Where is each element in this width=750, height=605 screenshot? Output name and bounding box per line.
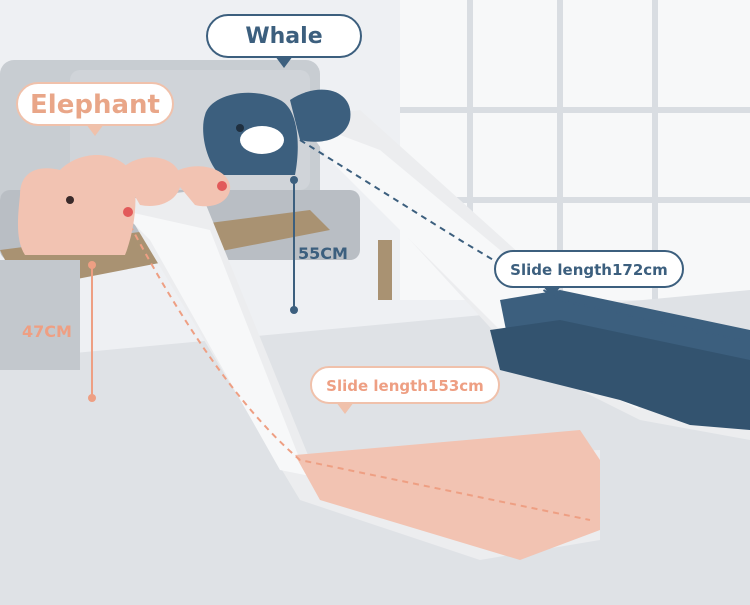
- whale-slide-length-label: Slide length172cm: [494, 250, 684, 298]
- height-marker-whale: [290, 176, 298, 314]
- whale-label: Whale: [206, 14, 362, 68]
- whale-height-label: 55CM: [298, 244, 348, 263]
- elephant-slide-length-label: Slide length153cm: [310, 366, 500, 414]
- height-marker-elephant: [88, 261, 96, 402]
- elephant-slide: [17, 155, 600, 560]
- elephant-height-label: 47CM: [22, 322, 72, 341]
- elephant-label: Elephant: [16, 82, 174, 136]
